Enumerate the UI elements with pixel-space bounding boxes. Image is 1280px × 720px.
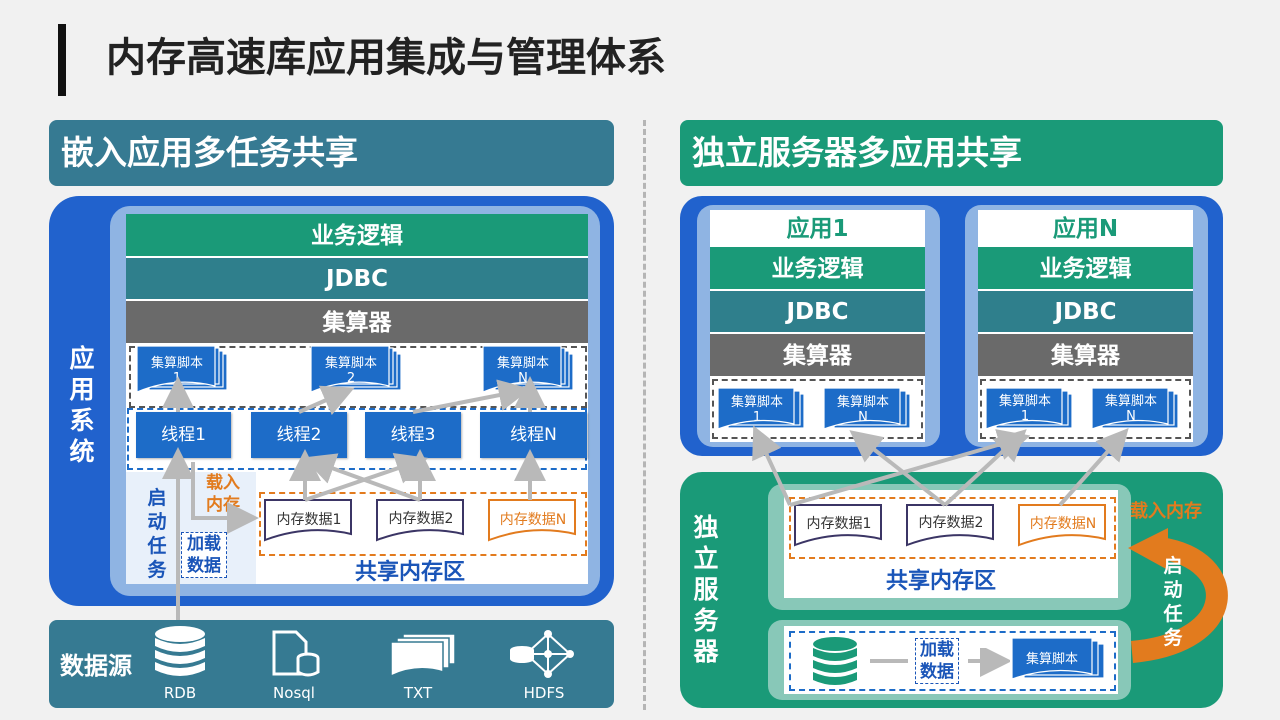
shared-memory-area-left	[259, 492, 587, 556]
page-title: 内存高速库应用集成与管理体系	[106, 35, 666, 81]
nosql-label: Nosql	[273, 684, 315, 702]
appn-business-layer: 业务逻辑	[978, 247, 1193, 291]
left-arrows	[162, 376, 546, 620]
datasource-label: 数据源	[60, 652, 132, 680]
rdb-label: RDB	[163, 684, 197, 702]
start-task-curve-arrow	[1128, 528, 1228, 663]
appn-script-n: 集算脚本 N	[1104, 394, 1157, 424]
app1-name: 应用1	[786, 216, 849, 242]
appn-script-1: 集算脚本 1	[998, 394, 1051, 424]
mem-doc-shapes-right	[794, 504, 1106, 547]
right-arrows	[752, 425, 1129, 507]
nosql-icon	[272, 630, 320, 677]
jdbc-label: JDBC	[325, 266, 389, 292]
business-logic-label: 业务逻辑	[311, 223, 403, 249]
txt-label: TXT	[403, 684, 433, 702]
calc-label: 集算器	[322, 310, 392, 336]
mem-data-2-right: 内存数据2	[918, 515, 984, 531]
mem-doc-shapes-left	[264, 499, 576, 542]
app1-jdbc-label: JDBC	[786, 299, 849, 325]
load-arrows-right	[870, 648, 1010, 677]
mem-data-2-left: 内存数据2	[388, 511, 454, 527]
hdfs-icon	[510, 630, 574, 678]
appn-jdbc-label: JDBC	[1054, 299, 1117, 325]
mem-data-n-left: 内存数据N	[499, 512, 567, 528]
calc-layer: 集算器	[126, 301, 588, 345]
center-divider	[643, 120, 646, 710]
script-doc-right	[1011, 638, 1105, 680]
server-label: 独立服务器	[693, 513, 719, 666]
mem-data-1-left: 内存数据1	[276, 512, 342, 528]
load-data-box-right: 加载数据	[915, 638, 959, 684]
txt-icon	[390, 633, 456, 678]
thread-3: 线程3	[365, 412, 461, 458]
appn-calc-layer: 集算器	[978, 334, 1193, 378]
left-header: 嵌入应用多任务共享	[49, 120, 614, 186]
app1-script-1: 集算脚本 1	[730, 395, 783, 425]
appn-script-docs	[985, 387, 1179, 430]
appn-scripts-area	[980, 379, 1191, 439]
app1-script-n: 集算脚本 N	[836, 395, 889, 425]
appn-name: 应用N	[1052, 216, 1119, 242]
app1-business-label: 业务逻辑	[771, 256, 864, 282]
load-memory-label-right: 载入内存	[1130, 501, 1202, 522]
business-logic-layer: 业务逻辑	[126, 214, 588, 258]
app1-calc-label: 集算器	[783, 343, 852, 369]
shared-memory-label-left: 共享内存区	[355, 560, 466, 585]
app1-calc-layer: 集算器	[710, 334, 925, 378]
appn-jdbc-layer: JDBC	[978, 291, 1193, 334]
title-bar-accent	[58, 24, 66, 96]
start-task-label-right: 启动任务	[1163, 555, 1183, 649]
script-doc-1	[136, 345, 228, 393]
datasource-bar	[49, 620, 614, 708]
app-system-label: 应用系统	[69, 344, 95, 466]
script-label-right: 集算脚本	[1025, 652, 1078, 667]
mem-data-n-right: 内存数据N	[1029, 516, 1097, 532]
hdfs-label: HDFS	[523, 684, 565, 702]
appn-calc-label: 集算器	[1051, 343, 1120, 369]
jdbc-layer: JDBC	[126, 258, 588, 301]
load-data-dashed	[789, 631, 1116, 691]
start-task-label: 启动任务	[147, 487, 167, 581]
app1-script-docs	[717, 387, 911, 430]
load-data-box: 加载数据	[181, 532, 227, 578]
shared-memory-label-right: 共享内存区	[886, 569, 997, 594]
script-doc-2	[310, 345, 402, 393]
db-icon-right	[813, 637, 857, 685]
rdb-icon	[155, 626, 205, 676]
app1-scripts-area	[712, 379, 923, 439]
appn-business-label: 业务逻辑	[1039, 256, 1132, 282]
app1-business-layer: 业务逻辑	[710, 247, 925, 291]
script-label-2: 集算脚本 2	[324, 356, 377, 386]
right-header: 独立服务器多应用共享	[680, 120, 1223, 186]
mem-data-1-right: 内存数据1	[806, 516, 872, 532]
app1-jdbc-layer: JDBC	[710, 291, 925, 334]
